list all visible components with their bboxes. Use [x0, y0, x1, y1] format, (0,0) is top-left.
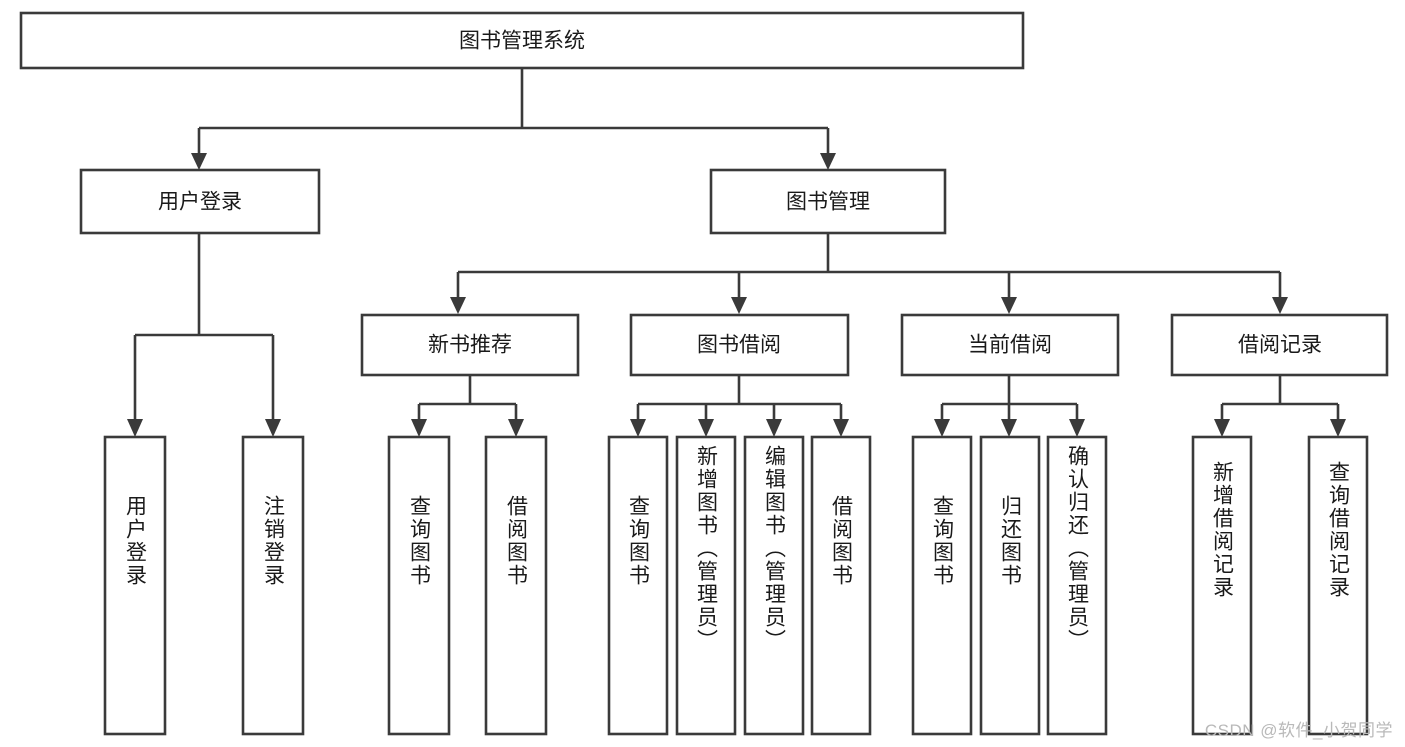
arrow-head-new-book-rec — [450, 297, 466, 314]
arrow-head-leaf-query-book-2 — [630, 419, 646, 437]
node-user-login-box[interactable] — [79, 168, 321, 235]
node-leaf-add-book-box[interactable] — [675, 435, 737, 736]
node-box-group: 图书管理系统 用户登录 图书管理 新书推荐 图书借阅 当前借阅 借阅记录 — [19, 11, 1389, 736]
arrow-head-leaf-logout — [265, 419, 281, 437]
node-user-login-label: 用户登录 — [158, 191, 242, 214]
arrow-head-book-borrow — [731, 297, 747, 314]
arrow-head-current-borrow — [1001, 297, 1017, 314]
node-leaf-add-record-box[interactable] — [1191, 435, 1253, 736]
node-book-borrow-box[interactable] — [629, 313, 850, 377]
node-leaf-confirm-return-box[interactable] — [1046, 435, 1108, 736]
arrow-head-book-manage — [820, 153, 836, 170]
connector-group — [127, 68, 1346, 437]
node-root-label: 图书管理系统 — [459, 30, 585, 53]
node-leaf-return-book-box[interactable] — [979, 435, 1041, 736]
node-leaf-query-book-2-box[interactable] — [607, 435, 669, 736]
arrow-head-leaf-borrow-book-2 — [833, 419, 849, 437]
node-leaf-edit-book-box[interactable] — [743, 435, 805, 736]
arrow-head-leaf-query-book-3 — [934, 419, 950, 437]
arrow-head-leaf-add-book — [698, 419, 714, 437]
node-borrow-record-label: 借阅记录 — [1238, 334, 1322, 357]
arrow-head-user-login — [191, 153, 207, 170]
node-book-manage-label: 图书管理 — [786, 191, 870, 214]
node-new-book-rec-box[interactable] — [360, 313, 580, 377]
node-leaf-query-book-1-box[interactable] — [387, 435, 451, 736]
arrow-head-leaf-return-book — [1001, 419, 1017, 437]
node-leaf-query-record-box[interactable] — [1307, 435, 1369, 736]
node-leaf-logout-box[interactable] — [241, 435, 305, 736]
node-book-manage-box[interactable] — [709, 168, 947, 235]
arrow-head-leaf-edit-book — [766, 419, 782, 437]
node-leaf-user-login-box[interactable] — [103, 435, 167, 736]
node-root-box[interactable] — [19, 11, 1025, 70]
node-leaf-borrow-book-1-box[interactable] — [484, 435, 548, 736]
node-current-borrow-label: 当前借阅 — [968, 334, 1052, 357]
node-current-borrow-box[interactable] — [900, 313, 1120, 377]
arrow-head-leaf-add-record — [1214, 419, 1230, 437]
watermark-text: CSDN @软件_小贺同学 — [1204, 721, 1393, 740]
arrow-head-leaf-borrow-book-1 — [508, 419, 524, 437]
node-leaf-query-book-3-box[interactable] — [911, 435, 973, 736]
node-borrow-record-box[interactable] — [1170, 313, 1389, 377]
arrow-head-leaf-user-login — [127, 419, 143, 437]
arrow-head-leaf-query-record — [1330, 419, 1346, 437]
node-leaf-borrow-book-2-box[interactable] — [810, 435, 872, 736]
node-new-book-rec-label: 新书推荐 — [428, 334, 512, 357]
arrow-head-leaf-confirm-return — [1069, 419, 1085, 437]
arrow-head-leaf-query-book-1 — [411, 419, 427, 437]
arrow-head-borrow-record — [1272, 297, 1288, 314]
node-book-borrow-label: 图书借阅 — [697, 334, 781, 357]
